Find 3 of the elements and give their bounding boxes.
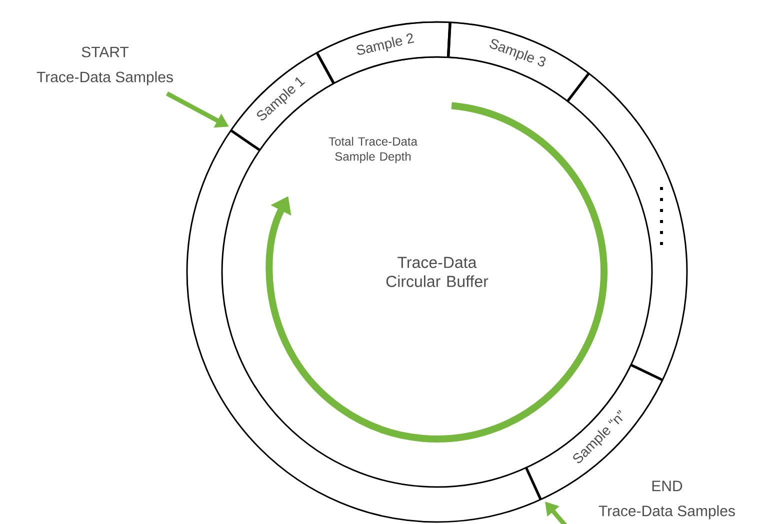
- sample-segment: Sample 3: [446, 22, 590, 102]
- endpoint-label: START Trace-Data Samples: [36, 46, 173, 86]
- sample-segment: Sample 2: [316, 21, 452, 84]
